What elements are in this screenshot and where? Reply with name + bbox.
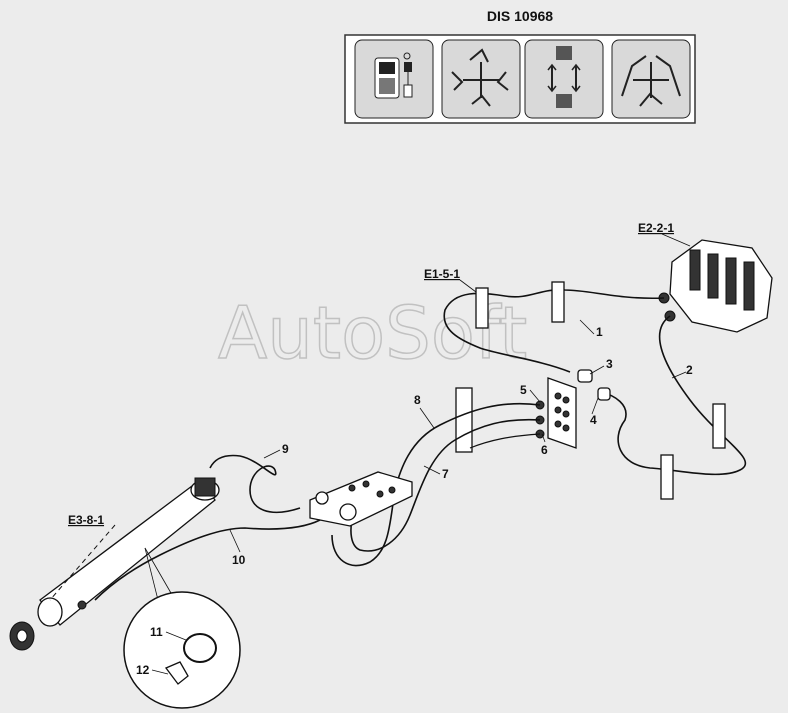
ref-e3-8-1: E3-8-1 (68, 513, 104, 527)
callout-5: 5 (520, 383, 527, 397)
callout-12: 12 (136, 663, 150, 677)
auxiliary-manifold (309, 471, 413, 527)
hose-9 (209, 454, 301, 514)
backhoe-movement-icon (611, 39, 691, 119)
detail-callout (123, 547, 241, 709)
callout-7: 7 (442, 467, 449, 481)
boom-movement-icon (441, 39, 521, 119)
hose-clamp (551, 281, 565, 323)
hose-clamp (475, 287, 489, 329)
callout-6: 6 (541, 443, 548, 457)
control-valve-block (658, 239, 773, 333)
hose-link (469, 433, 541, 449)
manifold-bracket (535, 369, 611, 449)
diagram-title: DIS 10968 (486, 8, 554, 24)
callout-10: 10 (232, 553, 246, 567)
hydraulic-cylinder (9, 477, 220, 651)
hose-10 (94, 519, 321, 601)
stabiliser-icon (524, 39, 604, 119)
callout-1: 1 (596, 325, 603, 339)
callout-11: 11 (150, 625, 163, 639)
reference-line (49, 524, 116, 601)
hose-7 (350, 418, 541, 552)
hose-1 (443, 289, 665, 373)
hose-2 (599, 315, 747, 476)
hose-clamp (660, 454, 674, 500)
ref-e2-2-1: E2-2-1 (638, 221, 674, 235)
callout-9: 9 (282, 442, 289, 456)
callout-4: 4 (590, 413, 597, 427)
hose-clamp-bar (455, 387, 473, 453)
hose-clamp (712, 403, 726, 449)
callout-2: 2 (686, 363, 693, 377)
icon-strip (344, 34, 696, 124)
callout-8: 8 (414, 393, 421, 407)
control-panel-icon (354, 39, 434, 119)
ref-e1-5-1: E1-5-1 (424, 267, 460, 281)
callout-3: 3 (606, 357, 613, 371)
